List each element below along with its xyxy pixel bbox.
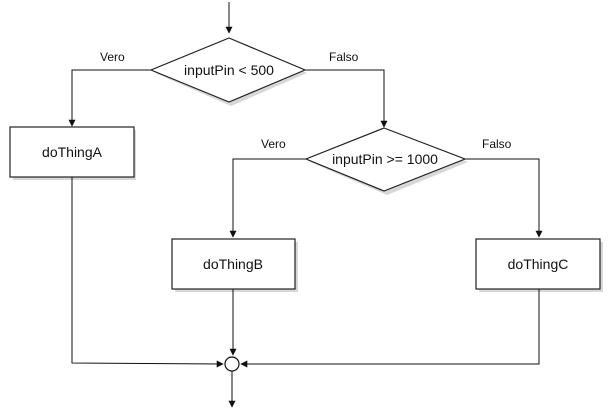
decision-label: inputPin >= 1000 (332, 151, 438, 167)
decision-input-gte-1000: inputPin >= 1000 (304, 127, 468, 195)
process-do-thing-b: doThingB (171, 238, 298, 292)
edge-label-falso: Falso (329, 50, 359, 64)
edge-label-vero: Vero (100, 50, 125, 64)
edge-d2-to-c (465, 158, 543, 238)
process-label: doThingC (508, 256, 569, 272)
merge-node (224, 356, 240, 372)
edge-d1-to-a (68, 69, 151, 127)
process-do-thing-c: doThingC (475, 238, 603, 292)
process-label: doThingB (203, 256, 263, 272)
edge-d2-to-b (229, 158, 306, 238)
edge-label-falso: Falso (482, 137, 512, 151)
decision-input-lt-500: inputPin < 500 (149, 37, 307, 106)
process-label: doThingA (42, 144, 103, 160)
edge-a-to-merge (71, 177, 224, 368)
edge-c-to-merge (240, 289, 540, 368)
process-do-thing-a: doThingA (9, 126, 136, 180)
edge-d1-to-d2 (305, 69, 388, 128)
edge-label-vero: Vero (261, 137, 286, 151)
decision-label: inputPin < 500 (184, 62, 274, 78)
